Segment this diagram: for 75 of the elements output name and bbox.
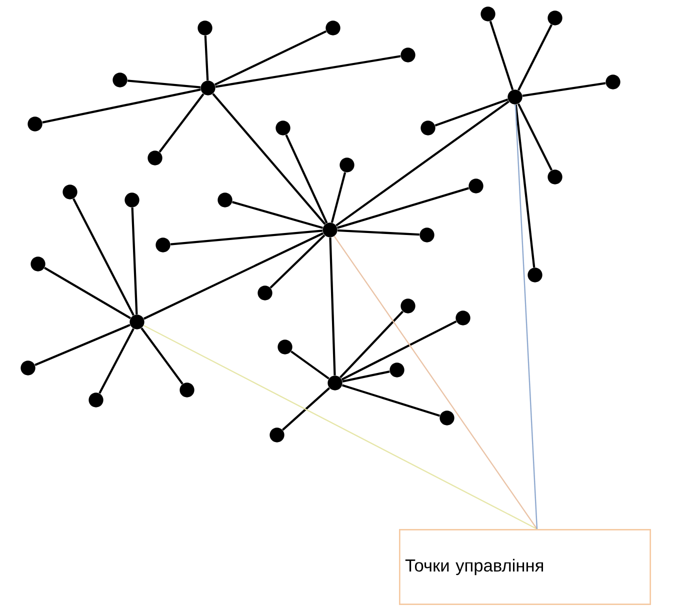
dot xyxy=(258,286,272,300)
leader-line xyxy=(334,236,538,530)
connector-line xyxy=(212,93,326,225)
connector-line xyxy=(342,384,440,417)
connector-line xyxy=(522,82,606,97)
dot xyxy=(468,178,484,194)
connector-line xyxy=(342,370,390,382)
connector-line xyxy=(127,80,201,88)
dot xyxy=(400,48,416,62)
dot xyxy=(328,376,342,390)
connector-line xyxy=(517,103,553,171)
connector-line xyxy=(98,328,134,394)
dot xyxy=(124,192,140,208)
dot xyxy=(112,72,128,88)
dot xyxy=(270,428,284,442)
dot xyxy=(528,268,542,282)
connector-line xyxy=(282,387,330,431)
dot xyxy=(88,392,104,408)
dot xyxy=(480,6,496,22)
connector-line xyxy=(336,100,510,226)
dot xyxy=(198,20,212,36)
connector-line xyxy=(44,266,131,320)
dot xyxy=(420,228,434,242)
connector-line xyxy=(341,320,457,380)
connector-line xyxy=(158,93,204,153)
dot xyxy=(276,120,290,136)
connector-line xyxy=(214,30,327,86)
dot xyxy=(130,314,144,330)
connector-line xyxy=(339,310,404,378)
dot xyxy=(218,192,232,208)
dot xyxy=(456,310,470,326)
leader-line xyxy=(514,104,538,530)
connector-line xyxy=(270,234,326,288)
connector-line xyxy=(215,55,401,88)
connector-line xyxy=(42,88,201,124)
dot xyxy=(340,158,354,172)
connector-line xyxy=(285,134,328,224)
connector-line xyxy=(232,201,323,229)
dot xyxy=(200,80,216,96)
dot xyxy=(30,256,46,272)
connector-line xyxy=(143,232,324,320)
dot xyxy=(606,74,620,90)
connector-line xyxy=(72,198,134,316)
dot xyxy=(390,362,404,378)
dot xyxy=(548,170,562,184)
dot xyxy=(62,184,78,200)
connector-line xyxy=(434,98,508,126)
dot xyxy=(278,340,292,354)
dot xyxy=(322,222,338,238)
connector-line xyxy=(329,238,336,376)
dot xyxy=(548,10,562,26)
dot xyxy=(28,116,42,132)
connector-line xyxy=(140,327,184,384)
connector-line xyxy=(34,324,130,366)
connector-line xyxy=(204,36,209,80)
dot xyxy=(180,382,194,398)
label-box: Точки управління xyxy=(399,529,651,605)
dot xyxy=(148,150,162,166)
dot xyxy=(326,20,340,36)
dot xyxy=(508,90,522,104)
connector-line xyxy=(330,172,346,223)
connector-line xyxy=(170,230,323,246)
connector-line xyxy=(517,24,553,91)
connector-line xyxy=(514,104,536,268)
connector-line xyxy=(131,208,138,314)
connector-line xyxy=(336,187,470,229)
dot xyxy=(400,298,416,314)
dot xyxy=(20,360,36,376)
connector-line xyxy=(338,229,420,236)
dot xyxy=(440,410,454,426)
connector-line xyxy=(489,20,514,90)
connector-line xyxy=(290,350,330,380)
dot xyxy=(420,120,436,136)
leader-line xyxy=(143,324,538,530)
dot xyxy=(156,238,170,252)
